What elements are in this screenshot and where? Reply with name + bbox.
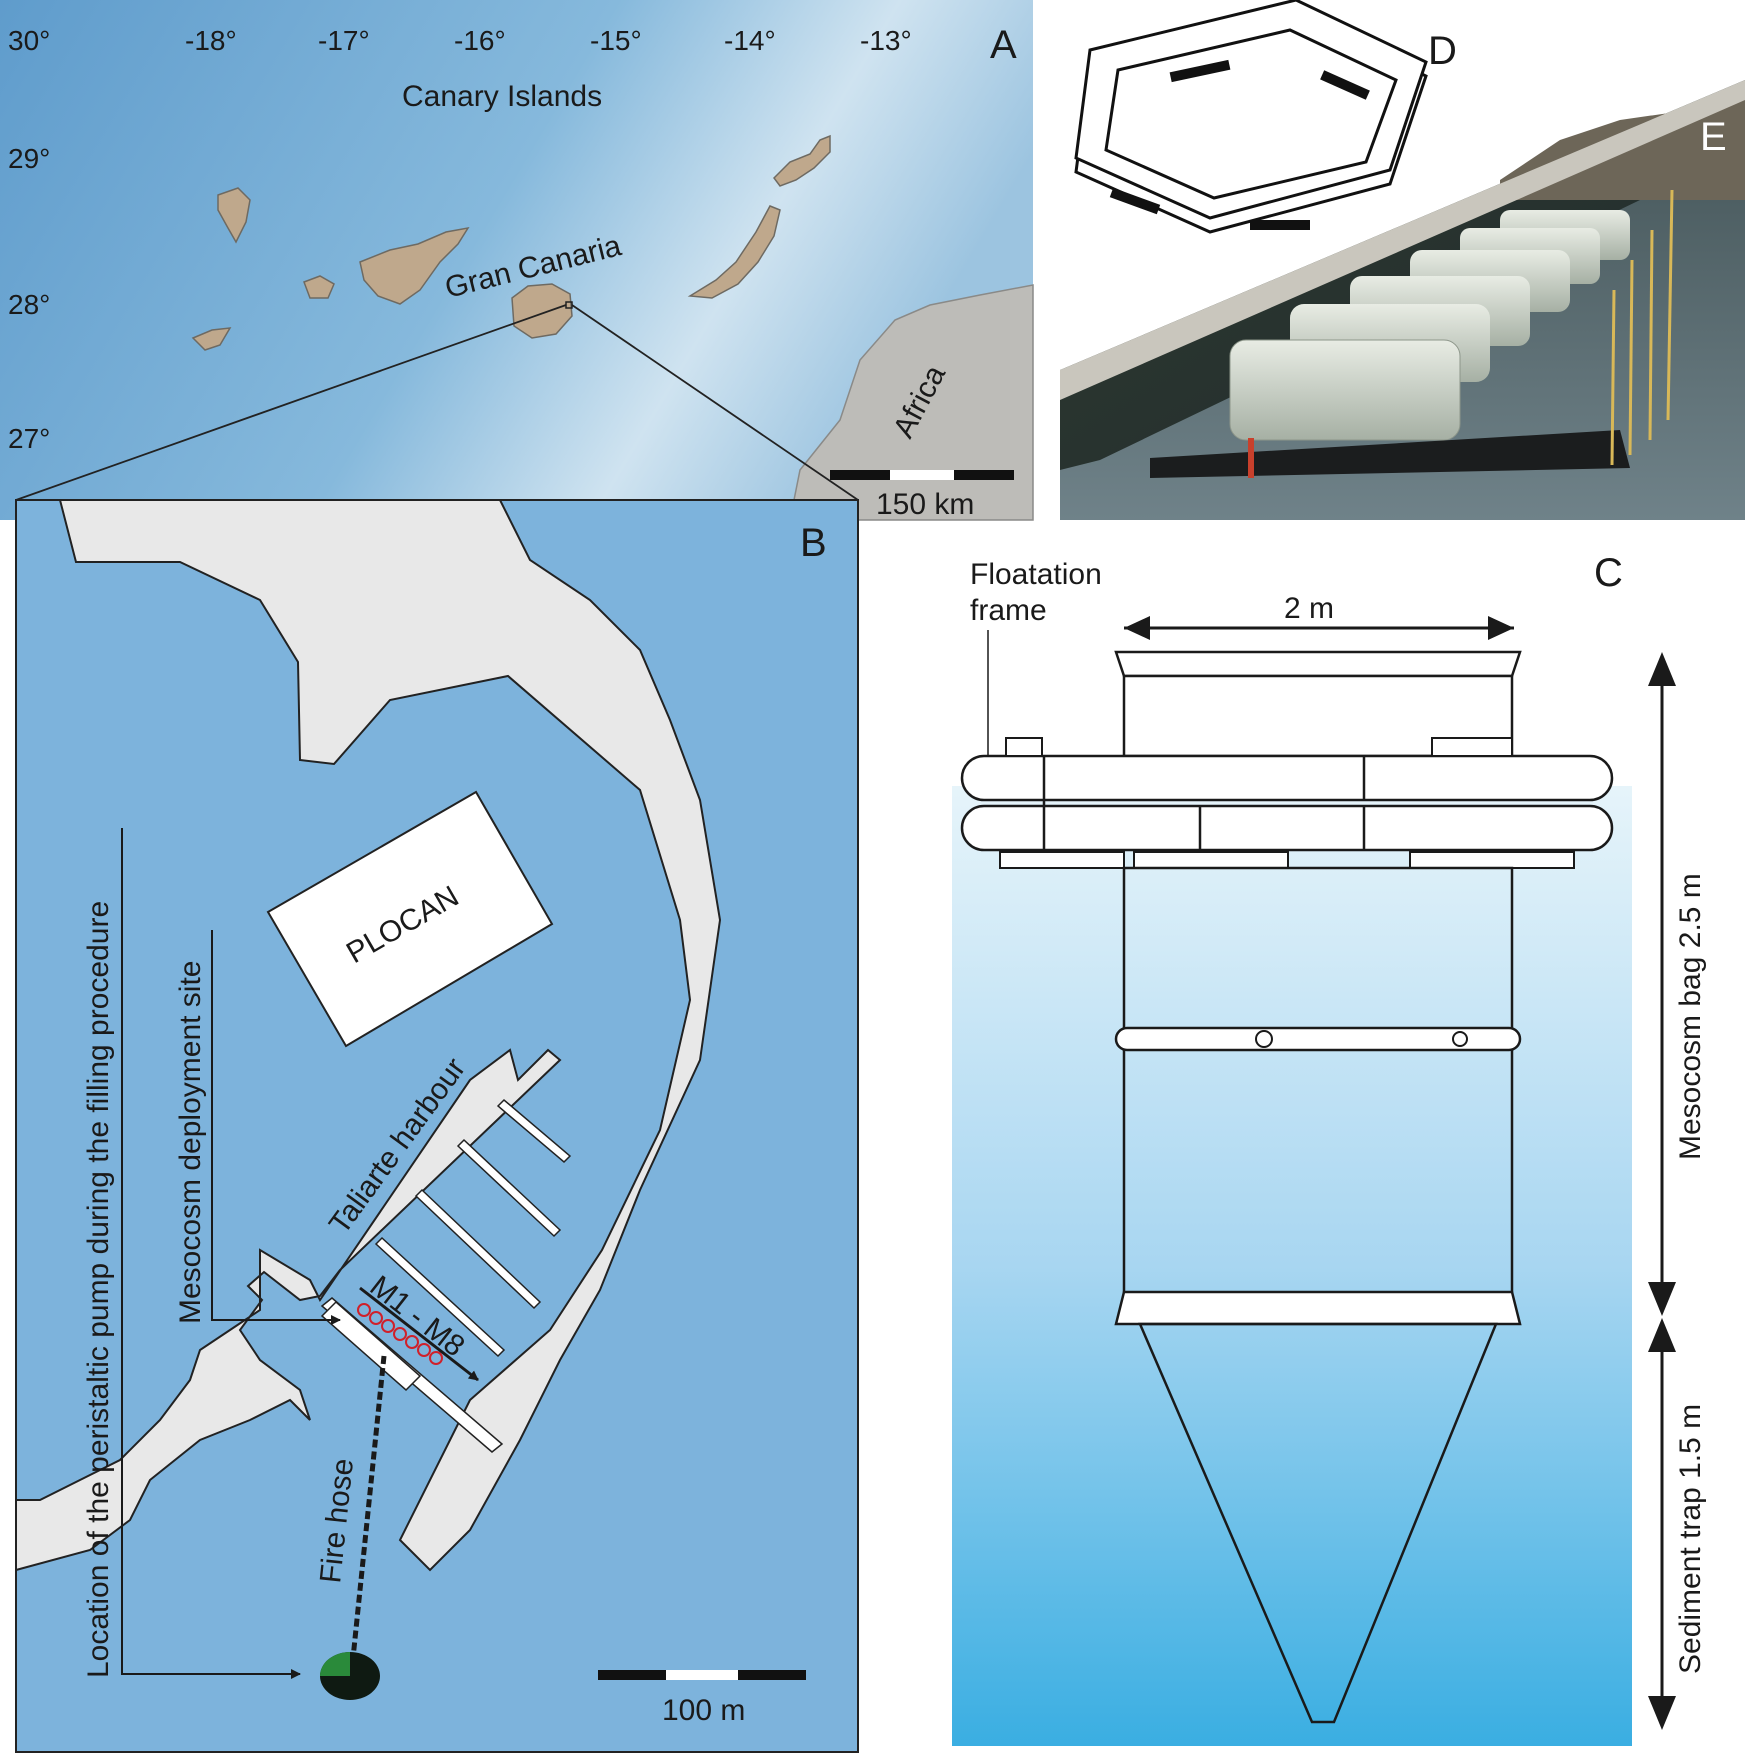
- panel-d-frame-sketch: D: [1074, 0, 1457, 234]
- lon-label-16: -16°: [454, 25, 506, 56]
- panel-b-map: PLOCAN Taliarte harbour M1 - M8: [15, 499, 859, 1753]
- pump-marker: [320, 1652, 380, 1700]
- lon-label-18: -18°: [185, 25, 237, 56]
- harbour-land: [15, 499, 722, 1572]
- mesocosm-row: [320, 1300, 443, 1392]
- panel-c-diagram: C 2 m Floatation frame: [952, 551, 1707, 1746]
- region-label: Canary Islands: [402, 80, 602, 113]
- panel-e-photo: E: [1060, 80, 1745, 520]
- water-column: [952, 786, 1632, 1746]
- island-el-hierro: [191, 327, 232, 351]
- ballast-plates: [999, 851, 1575, 869]
- zoom-line-right: [571, 304, 859, 501]
- lat-label-30: 30°: [8, 25, 50, 56]
- frame-label-line2: frame: [970, 594, 1047, 627]
- fire-hose: [349, 1355, 387, 1669]
- island-la-palma: [217, 187, 251, 244]
- frame-label-line1: Floatation: [970, 558, 1102, 591]
- deployment-label: Mesocosm deployment site: [174, 961, 207, 1325]
- mesocosm-range-arrow: [359, 1286, 479, 1382]
- plocan-building: [266, 790, 554, 1048]
- photo-poles: [1610, 189, 1674, 466]
- scale-bar-a: 150 km: [830, 470, 1014, 521]
- scale-bar-b: 100 m: [598, 1670, 806, 1727]
- lon-label-14: -14°: [724, 25, 776, 56]
- pump-label: Location of the peristaltic pump during …: [82, 901, 115, 1678]
- lon-label-17: -17°: [318, 25, 370, 56]
- panel-label-a: A: [990, 23, 1017, 67]
- island-la-gomera: [303, 275, 335, 299]
- sediment-trap-cone: [1138, 1322, 1498, 1724]
- bottom-collar: [1114, 1290, 1522, 1326]
- lat-label-29: 29°: [8, 143, 50, 174]
- panel-label-d: D: [1428, 29, 1457, 73]
- lat-label-27: 27°: [8, 423, 50, 454]
- width-label: 2 m: [1284, 592, 1334, 625]
- panel-label-c: C: [1594, 551, 1623, 595]
- floatation-frame: [960, 754, 1614, 852]
- lon-label-13: -13°: [860, 25, 912, 56]
- lon-label-15: -15°: [590, 25, 642, 56]
- zoom-line-left: [15, 304, 567, 501]
- lat-label-28: 28°: [8, 289, 50, 320]
- africa-landmass: [789, 284, 1034, 521]
- panel-label-e: E: [1700, 115, 1727, 159]
- photo-tanks: [1150, 210, 1630, 478]
- deployment-arrow: [211, 930, 341, 1325]
- trap-label: Sediment trap 1.5 m: [1674, 1404, 1707, 1674]
- photo-quay-wall: [1060, 80, 1745, 400]
- top-collar: [1114, 650, 1522, 678]
- panel-a-map: 30° 29° 28° 27° -18° -17° -16° -15° -14°…: [0, 0, 1034, 521]
- island-gran-canaria: [511, 283, 573, 339]
- island-fuerteventura: [687, 205, 781, 299]
- scale-label-b: 100 m: [662, 1694, 745, 1727]
- island-tenerife: [359, 226, 470, 305]
- island-lanzarote: [773, 134, 831, 187]
- bag-label: Mesocosm bag 2.5 m: [1674, 873, 1707, 1160]
- middle-ring: [1114, 1026, 1522, 1052]
- pump-arrow: [121, 828, 301, 1679]
- panel-label-b: B: [800, 521, 827, 565]
- scale-label-a: 150 km: [876, 488, 974, 521]
